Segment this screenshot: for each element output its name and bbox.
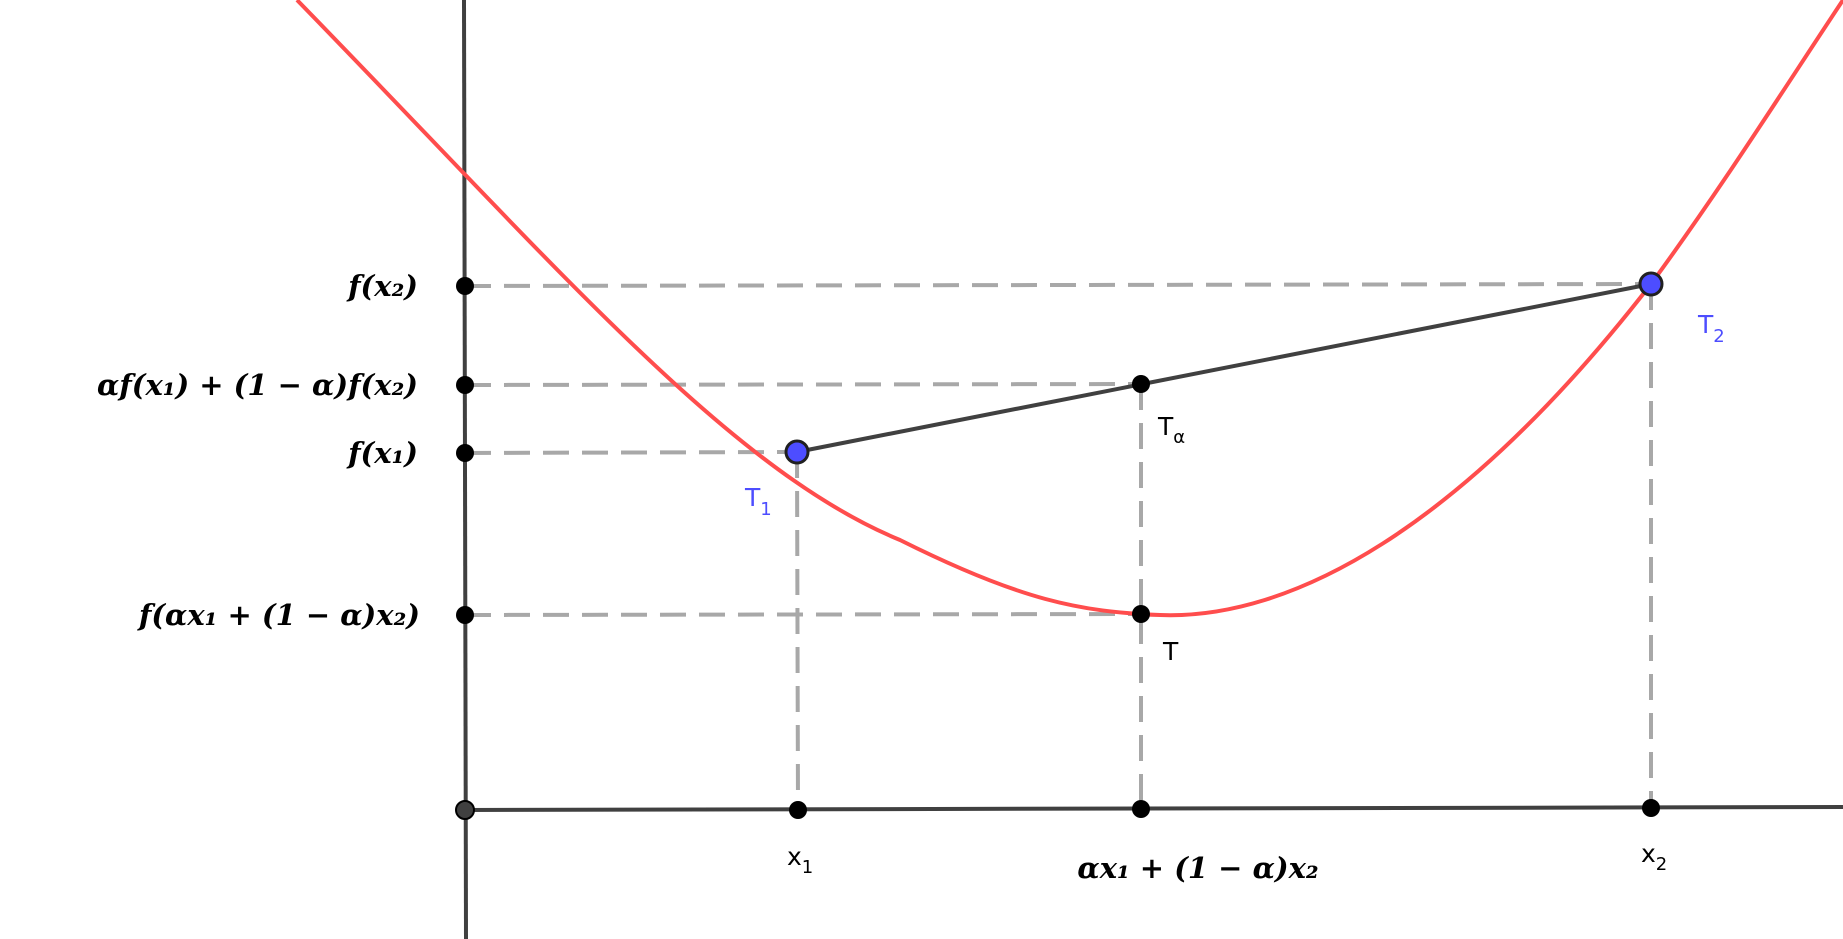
y-axis xyxy=(462,0,468,939)
x-axis xyxy=(463,805,1843,812)
label-T1-main: T xyxy=(744,483,761,512)
label-f-combo: f(αx₁ + (1 − α)x₂) xyxy=(137,598,420,632)
label-x1: x1 xyxy=(787,842,813,878)
label-T-alpha-sub: α xyxy=(1173,427,1185,448)
label-T-alpha: Tα xyxy=(1157,412,1185,448)
label-T1: T1 xyxy=(744,483,772,520)
label-x2: x2 xyxy=(1641,839,1667,875)
guide-x1 xyxy=(795,451,800,811)
label-T: T xyxy=(1162,637,1179,666)
label-x1-main: x xyxy=(787,842,802,871)
chord-segment xyxy=(796,282,1652,454)
guide-combo xyxy=(464,382,1141,387)
point-f-x1[interactable] xyxy=(456,444,474,462)
label-f-x2: f(x₂) xyxy=(346,269,418,303)
function-curve xyxy=(295,0,1843,618)
label-x1-sub: 1 xyxy=(802,857,813,878)
point-combo[interactable] xyxy=(456,376,474,394)
point-x-combo[interactable] xyxy=(1132,800,1150,818)
label-combo-value: αf(x₁) + (1 − α)f(x₂) xyxy=(97,368,418,402)
vertical-guides xyxy=(795,284,1653,811)
point-T1[interactable] xyxy=(784,439,810,465)
point-x1[interactable] xyxy=(789,801,807,819)
point-f-combo[interactable] xyxy=(456,606,474,624)
label-x2-main: x xyxy=(1641,839,1656,868)
guide-f-x1 xyxy=(464,450,798,455)
point-f-x2[interactable] xyxy=(456,277,474,295)
label-T-alpha-main: T xyxy=(1157,412,1174,441)
label-T2: T2 xyxy=(1697,310,1725,347)
guide-f-combo xyxy=(464,612,1141,617)
point-x2[interactable] xyxy=(1642,799,1660,817)
y-axis-points xyxy=(456,277,474,624)
label-T2-sub: 2 xyxy=(1713,326,1724,347)
point-T[interactable] xyxy=(1132,605,1150,623)
origin-point[interactable] xyxy=(455,800,475,820)
x-axis-points xyxy=(789,799,1660,819)
label-T2-main: T xyxy=(1697,310,1714,339)
horizontal-guides xyxy=(464,282,1651,617)
point-T-alpha[interactable] xyxy=(1132,375,1150,393)
label-x-combo: αx₁ + (1 − α)x₂ xyxy=(1077,851,1318,885)
point-T2[interactable] xyxy=(1638,271,1664,297)
label-f-x1: f(x₁) xyxy=(346,436,418,470)
label-x2-sub: 2 xyxy=(1656,854,1667,875)
axes xyxy=(462,0,1843,939)
label-T1-sub: 1 xyxy=(760,499,771,520)
guide-f-x2 xyxy=(464,282,1651,288)
